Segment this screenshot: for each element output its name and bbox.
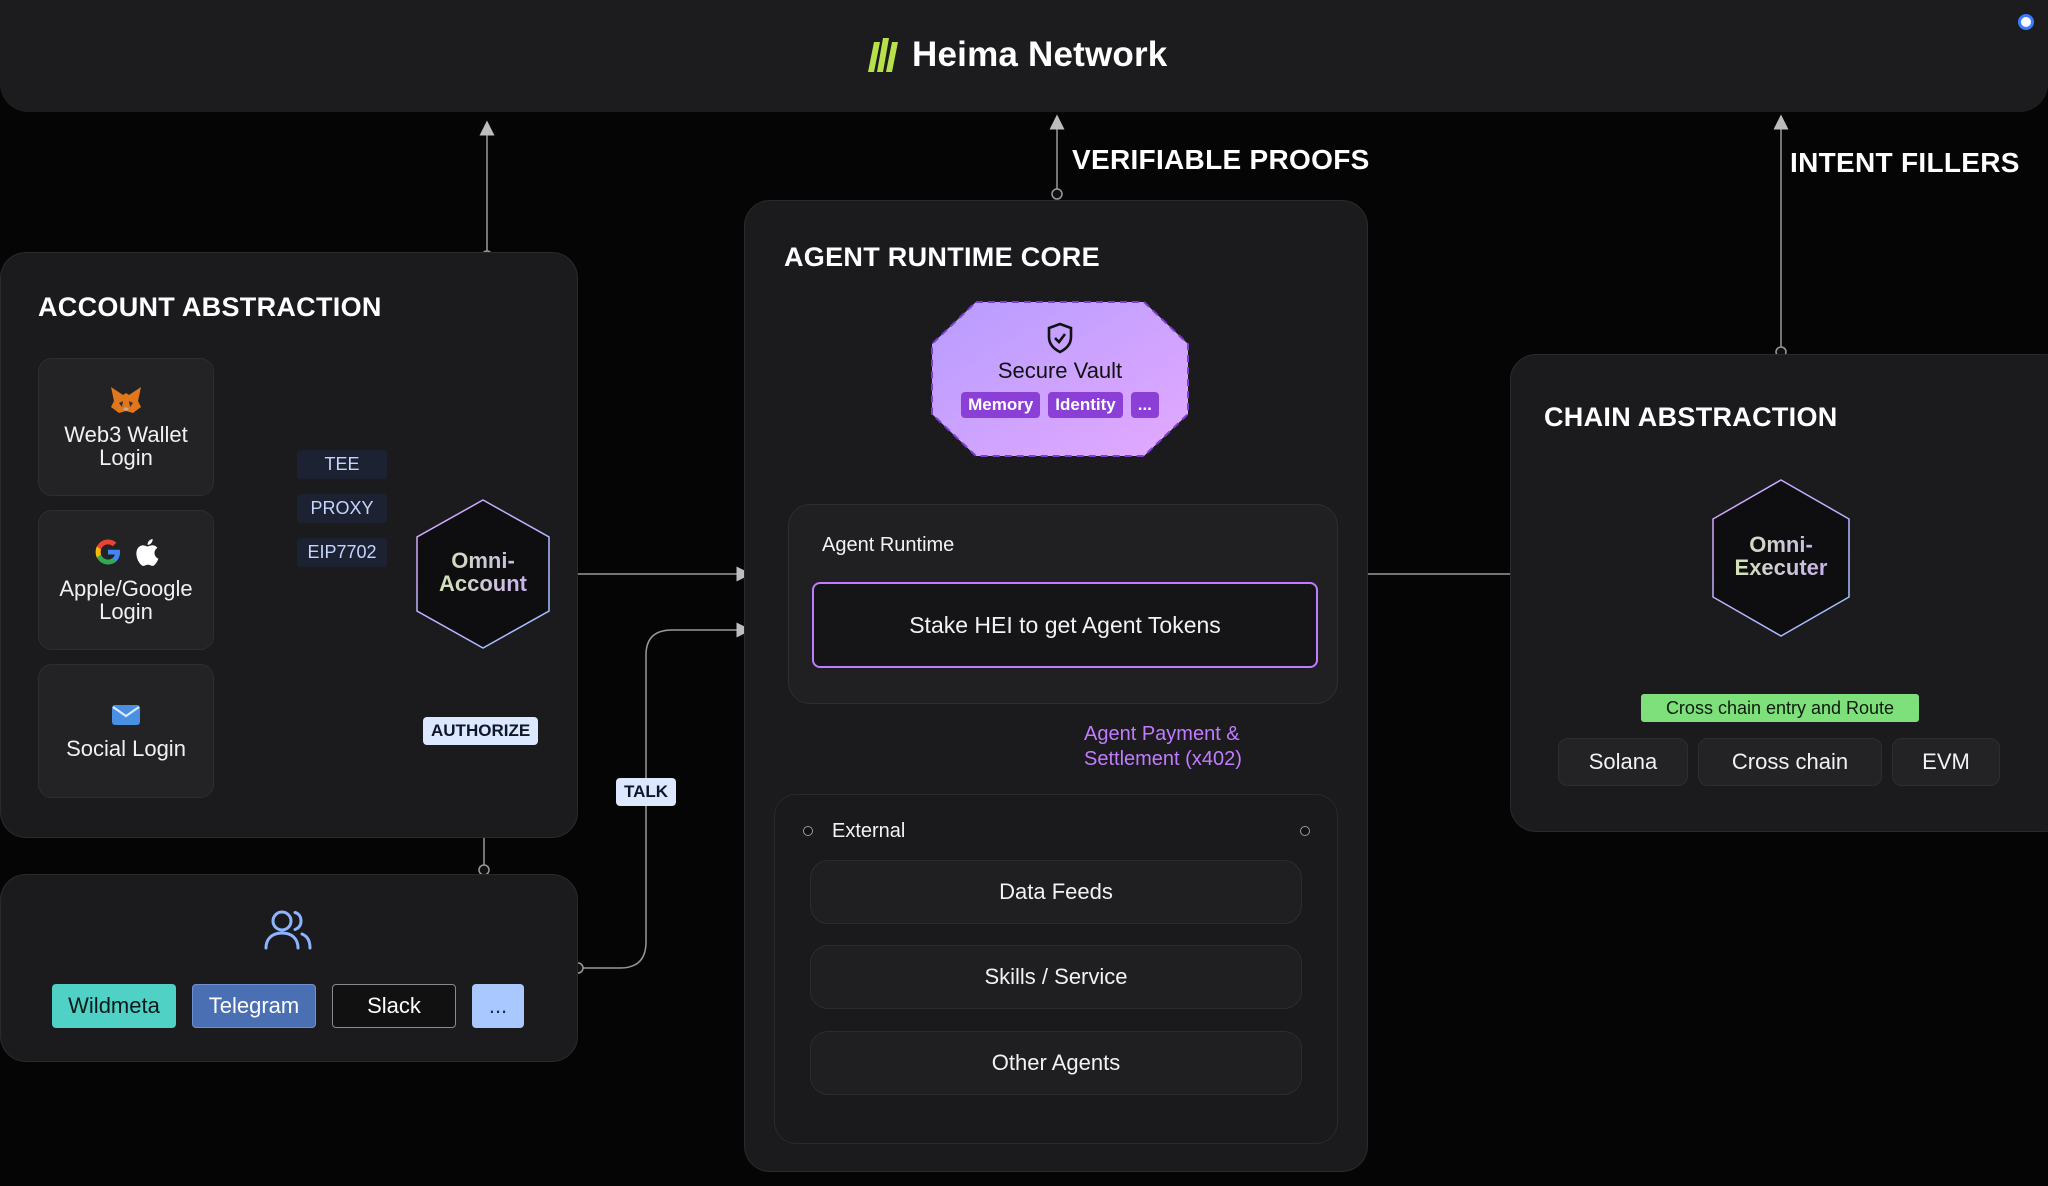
external-skills-service[interactable]: Skills / Service bbox=[810, 945, 1302, 1009]
authorize-badge: AUTHORIZE bbox=[423, 717, 539, 745]
channel-slack[interactable]: Slack bbox=[332, 984, 456, 1028]
metamask-fox-icon bbox=[111, 387, 141, 413]
google-apple-icon bbox=[93, 537, 159, 567]
external-title: External bbox=[832, 820, 906, 842]
talk-badge: TALK bbox=[616, 778, 677, 806]
brand: Heima Network bbox=[866, 30, 1167, 80]
external-other-agents[interactable]: Other Agents bbox=[810, 1031, 1302, 1095]
external-right-dot bbox=[1300, 826, 1310, 836]
omni-executer-label: Omni- Executer bbox=[1710, 533, 1852, 579]
tag-eip7702: EIP7702 bbox=[297, 538, 387, 567]
tag-tee: TEE bbox=[297, 450, 387, 479]
vault-tags: Memory Identity ... bbox=[928, 392, 1192, 418]
channels-panel bbox=[0, 874, 578, 1062]
google-icon bbox=[95, 539, 120, 565]
payment-settlement-label: Agent Payment & Settlement (x402) bbox=[1084, 723, 1242, 770]
vault-tag-memory: Memory bbox=[961, 392, 1041, 418]
chain-cross-chain[interactable]: Cross chain bbox=[1698, 738, 1882, 786]
stake-hei-button[interactable]: Stake HEI to get Agent Tokens bbox=[812, 582, 1318, 668]
status-dot bbox=[2018, 14, 2034, 30]
chain-abstraction-title: CHAIN ABSTRACTION bbox=[1544, 402, 1838, 432]
omni-account-label: Omni- Account bbox=[414, 549, 552, 595]
verifiable-proofs-label: VERIFIABLE PROOFS bbox=[1072, 144, 1370, 175]
secure-vault-title: Secure Vault bbox=[997, 358, 1123, 383]
channel-wildmeta[interactable]: Wildmeta bbox=[52, 984, 176, 1028]
chain-evm[interactable]: EVM bbox=[1892, 738, 2000, 786]
account-abstraction-title: ACCOUNT ABSTRACTION bbox=[38, 292, 382, 322]
channel-more[interactable]: ... bbox=[472, 984, 524, 1028]
agent-runtime-core-title: AGENT RUNTIME CORE bbox=[784, 242, 1100, 272]
brand-name: Heima Network bbox=[912, 35, 1168, 74]
channel-telegram[interactable]: Telegram bbox=[192, 984, 316, 1028]
tag-proxy: PROXY bbox=[297, 494, 387, 523]
agent-runtime-title: Agent Runtime bbox=[822, 534, 955, 556]
login-label: Web3 Wallet Login bbox=[64, 422, 188, 470]
login-label: Apple/Google Login bbox=[59, 576, 193, 624]
omni-account-hexagon[interactable] bbox=[414, 498, 552, 650]
intent-fillers-label: INTENT FILLERS bbox=[1790, 147, 2020, 178]
users-icon bbox=[264, 910, 312, 950]
vault-tag-more: ... bbox=[1130, 392, 1159, 418]
external-left-dot bbox=[803, 826, 813, 836]
vault-tag-identity: Identity bbox=[1048, 392, 1123, 418]
login-social[interactable]: Social Login bbox=[38, 664, 214, 798]
cross-chain-route-badge: Cross chain entry and Route bbox=[1641, 694, 1919, 722]
apple-icon bbox=[136, 539, 159, 566]
shield-check-icon bbox=[1047, 322, 1073, 354]
chain-solana[interactable]: Solana bbox=[1558, 738, 1688, 786]
mail-icon bbox=[112, 704, 140, 725]
omni-executer-hexagon[interactable] bbox=[1710, 478, 1852, 638]
external-data-feeds[interactable]: Data Feeds bbox=[810, 860, 1302, 924]
login-web3-wallet[interactable]: Web3 Wallet Login bbox=[38, 358, 214, 496]
login-apple-google[interactable]: Apple/Google Login bbox=[38, 510, 214, 650]
header-bar bbox=[0, 0, 2048, 112]
login-label: Social Login bbox=[66, 735, 186, 761]
heima-logo-icon bbox=[868, 38, 898, 72]
